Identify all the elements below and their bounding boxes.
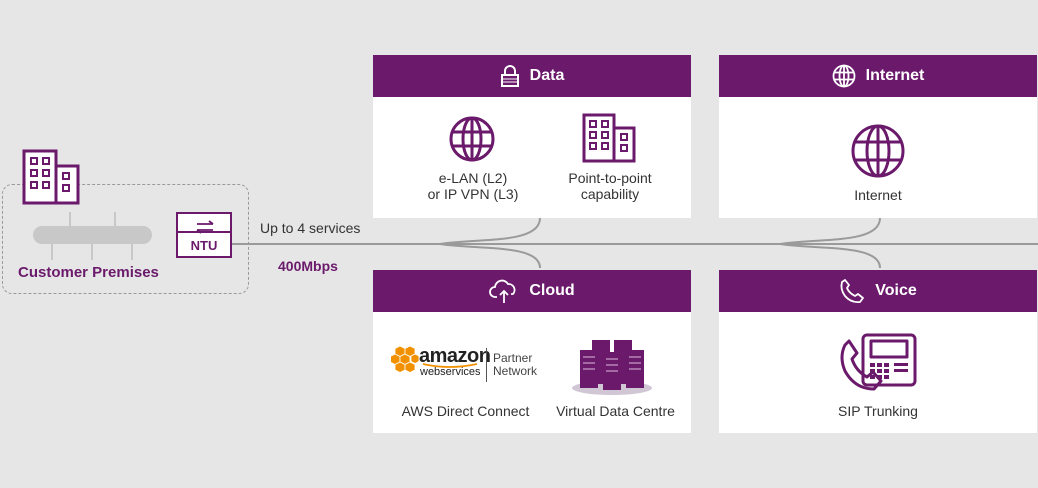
internet-panel-title: Internet	[865, 67, 925, 84]
aws-network-text: Network	[493, 364, 538, 378]
data-panel-header: Data	[373, 55, 691, 97]
sip-trunking-label: SIP Trunking	[838, 403, 918, 419]
voice-panel: Voice SIP Trunking	[719, 270, 1037, 433]
globe-icon	[832, 64, 856, 88]
cloud-panel-title: Cloud	[529, 282, 575, 299]
services-label: Up to 4 services	[260, 220, 361, 236]
ntu-device: NTU	[176, 212, 232, 258]
customer-premises-box	[2, 184, 249, 294]
voice-panel-title: Voice	[875, 282, 917, 299]
data-centre-servers-icon	[572, 340, 652, 395]
internet-label: Internet	[854, 187, 902, 203]
elan-ipvpn-label: e-LAN (L2) or IP VPN (L3)	[427, 170, 519, 202]
building-icon	[582, 113, 636, 163]
voice-panel-header: Voice	[719, 270, 1037, 312]
point-to-point-label: Point-to-point capability	[568, 170, 652, 202]
phone-handset-icon	[840, 279, 865, 304]
aws-partner-text: Partner	[493, 351, 533, 365]
aws-divider	[486, 348, 487, 382]
internet-panel-header: Internet	[719, 55, 1037, 97]
lock-icon	[500, 65, 519, 87]
data-panel-title: Data	[529, 67, 565, 84]
aws-webservices-text: webservices	[420, 366, 481, 378]
aws-direct-connect-label: AWS Direct Connect	[401, 403, 530, 419]
aws-smile	[422, 363, 478, 368]
customer-premises-label: Customer Premises	[18, 264, 159, 281]
globe-icon	[449, 116, 495, 162]
internet-panel: Internet Internet	[719, 55, 1037, 218]
cloud-panel: Cloud amazon webservices Partner Network…	[373, 270, 691, 433]
globe-icon	[851, 124, 905, 178]
data-panel: Data e-LAN (L2) or IP VPN (L3) Point-to-…	[373, 55, 691, 218]
aws-cubes-logo	[391, 345, 419, 373]
aws-amazon-text: amazon	[419, 345, 491, 367]
building-icon	[22, 149, 80, 205]
network-switch-icon	[33, 212, 152, 260]
ntu-top-line	[176, 231, 232, 233]
cloud-icon	[489, 279, 516, 303]
virtual-data-centre-label: Virtual Data Centre	[556, 403, 675, 419]
speed-label: 400Mbps	[278, 258, 338, 274]
ntu-label: NTU	[190, 238, 218, 253]
cloud-panel-header: Cloud	[373, 270, 691, 312]
desk-phone-icon	[840, 333, 917, 391]
